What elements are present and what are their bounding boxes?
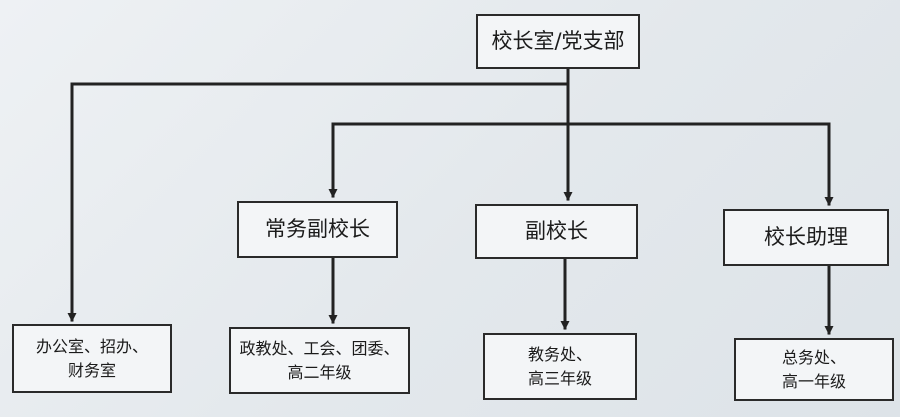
node-vice-principal: 副校长 <box>475 204 638 259</box>
node-label: 常务副校长 <box>265 217 370 242</box>
node-label-line-2: 高一年级 <box>781 371 846 391</box>
node-grade2: 政教处、工会、团委、 高二年级 <box>229 327 410 394</box>
node-label-line-2: 高三年级 <box>527 368 592 388</box>
node-label-line-2: 高二年级 <box>287 362 352 382</box>
node-executive-vice-principal: 常务副校长 <box>237 201 398 258</box>
node-label-line-1: 总务处、 <box>781 348 846 368</box>
branch-office <box>67 82 570 322</box>
node-grade1: 总务处、 高一年级 <box>734 338 894 401</box>
node-label-line-1: 办公室、招办、 <box>35 337 148 357</box>
node-label-line-1: 教务处、 <box>527 345 592 365</box>
node-label: 校长室/党支部 <box>491 29 625 54</box>
node-grade3: 教务处、 高三年级 <box>483 333 637 400</box>
node-principal-assistant: 校长助理 <box>723 209 889 266</box>
node-label-line-2: 财务室 <box>67 360 116 380</box>
node-office: 办公室、招办、 财务室 <box>12 324 172 393</box>
node-label: 校长助理 <box>764 225 848 250</box>
node-label: 副校长 <box>525 219 588 244</box>
node-label-line-1: 政教处、工会、团委、 <box>239 339 400 359</box>
node-principal-office: 校长室/党支部 <box>476 14 640 69</box>
